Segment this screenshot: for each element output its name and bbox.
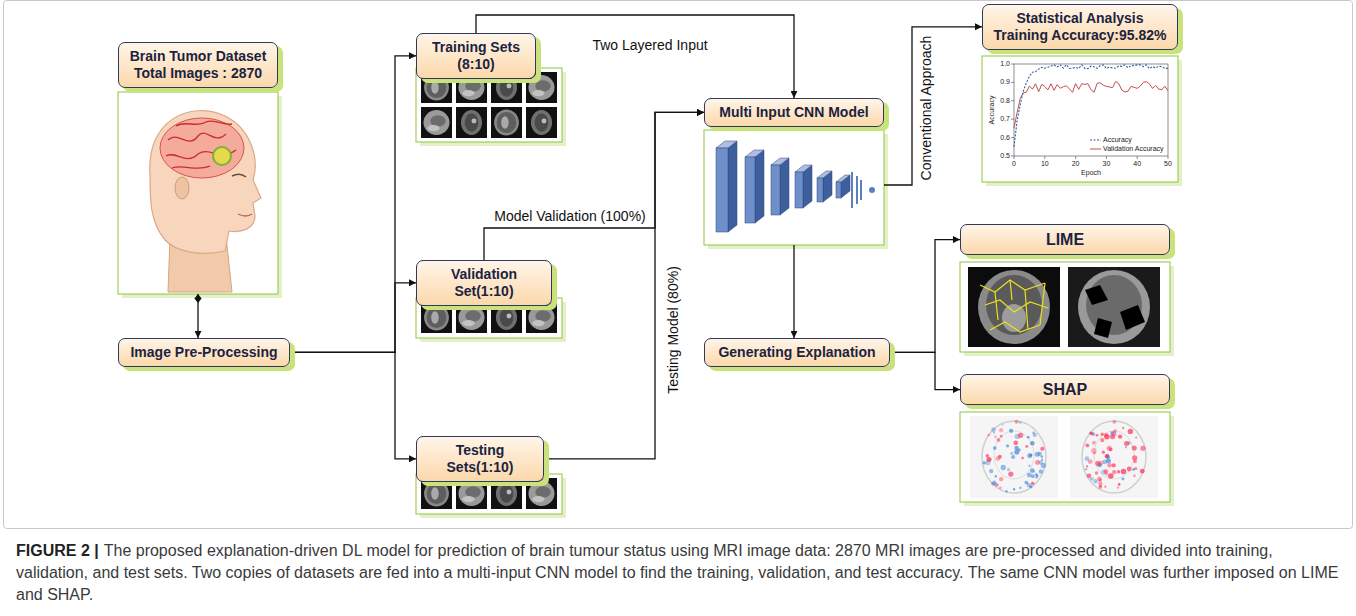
axis-tick: 0.5 (1000, 152, 1010, 160)
flow-arrow (884, 27, 982, 185)
axis-title: Epoch (1081, 169, 1101, 177)
axis-tick: 0 (1012, 160, 1016, 168)
box-title: LIME (969, 230, 1161, 249)
box-title: Brain Tumor Dataset (127, 48, 269, 65)
legend-entry: Validation Accuracy (1103, 145, 1164, 153)
box-subtitle: Total Images : 2870 (127, 65, 269, 82)
axis-tick: 10 (1041, 160, 1049, 168)
image-panel (416, 298, 566, 342)
box-title: Multi Input CNN Model (713, 104, 875, 121)
axis-tick: 20 (1072, 160, 1080, 168)
legend-entry: Accuracy (1103, 136, 1132, 144)
process-box: Validation Set(1:10) (416, 260, 552, 306)
model-group: Multi Input CNN Model (704, 98, 884, 245)
image-panel (118, 92, 282, 298)
axis-tick: 0.6 (1000, 134, 1010, 142)
flow-arrow (890, 352, 960, 389)
axis-tick: 40 (1133, 160, 1141, 168)
axis-tick: 50 (1164, 160, 1172, 168)
edge-label: Conventional Approach (918, 34, 934, 183)
figure-number: FIGURE 2 | (16, 542, 99, 559)
flow-arrow (290, 283, 416, 353)
box-title: Training Sets (8:10) (425, 39, 527, 73)
process-box: Image Pre-Processing (118, 338, 290, 367)
method-box: LIME (960, 224, 1170, 255)
box-title: Validation Set(1:10) (425, 266, 543, 300)
box-title: Testing Sets(1:10) (425, 442, 535, 476)
flow-arrow (290, 352, 416, 458)
axis-tick: 30 (1102, 160, 1110, 168)
image-panel (960, 412, 1174, 506)
dataset-group: Brain Tumor DatasetTotal Images : 2870 (118, 42, 278, 294)
flow-arrow (544, 112, 704, 458)
edge-label: Two Layered Input (590, 37, 709, 53)
image-panel (416, 474, 566, 518)
axis-title: Accuracy (988, 96, 996, 125)
box-title: Statistical Analysis (991, 10, 1169, 27)
box-title: Image Pre-Processing (127, 344, 281, 361)
flow-arrow (793, 245, 794, 338)
flow-arrow (290, 56, 416, 353)
axis-tick: 0.9 (1000, 79, 1010, 87)
method-box: SHAP (960, 374, 1170, 405)
axis-tick: 0.8 (1000, 97, 1010, 105)
figure-frame (4, 1, 1353, 529)
heading-box: Multi Input CNN Model (704, 98, 884, 127)
flow-arrow (197, 294, 198, 338)
axis-tick: 0.7 (1000, 115, 1010, 123)
heading-box: Brain Tumor DatasetTotal Images : 2870 (118, 42, 278, 88)
image-panel (982, 56, 1182, 186)
process-box: Testing Sets(1:10) (416, 436, 544, 482)
flow-arrow (890, 240, 960, 353)
flow-arrow (484, 112, 704, 260)
box-title: SHAP (969, 380, 1161, 399)
figure-caption: FIGURE 2 |The proposed explanation-drive… (16, 540, 1340, 606)
flow-arrow (476, 15, 794, 98)
result-box: Statistical AnalysisTraining Accuracy:95… (982, 4, 1178, 50)
box-title: Generating Explanation (713, 344, 881, 361)
edge-label: Testing Model (80%) (665, 264, 681, 396)
image-panel (704, 130, 888, 249)
image-panel (416, 68, 566, 146)
image-panel (960, 262, 1174, 356)
process-box: Training Sets (8:10) (416, 33, 536, 79)
caption-text: The proposed explanation-driven DL model… (16, 542, 1338, 603)
edge-label: Model Validation (100%) (492, 208, 648, 224)
axis-tick: 1.0 (1000, 60, 1010, 68)
process-box: Generating Explanation (704, 338, 890, 367)
box-subtitle: Training Accuracy:95.82% (991, 27, 1169, 44)
